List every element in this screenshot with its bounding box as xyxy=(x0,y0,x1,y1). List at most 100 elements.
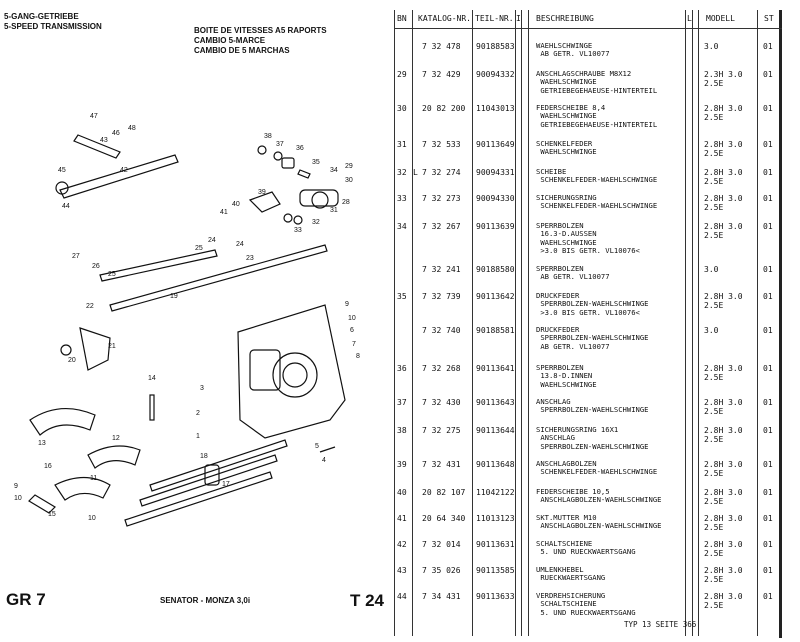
callout-5: 5 xyxy=(315,443,319,450)
fork-13 xyxy=(29,407,96,436)
callout-28: 28 xyxy=(342,199,350,206)
col-divider xyxy=(698,10,699,636)
row-modell-2: 2.5E xyxy=(704,373,724,382)
page-code: T 24 xyxy=(350,591,385,610)
row-teil: 90113643 xyxy=(476,398,515,407)
header-title-en: 5-SPEED TRANSMISSION xyxy=(4,22,102,31)
row-description: DRUCKFEDER SPERRBOLZEN-WAEHLSCHWINGE >3.… xyxy=(536,291,649,317)
col-header-st: ST xyxy=(764,14,774,23)
callout-26: 26 xyxy=(92,263,100,270)
callout-25b: 25 xyxy=(108,271,116,278)
row-st: 01 xyxy=(763,398,773,407)
row-st: 01 xyxy=(763,592,773,601)
row-modell-2: 2.5E xyxy=(704,177,724,186)
row-description: SPERRBOLZEN 13.8-D.INNEN WAEHLSCHWINGE xyxy=(536,363,597,389)
page-edge xyxy=(779,10,782,638)
row-description: SICHERUNGSRING SCHENKELFEDER-WAEHLSCHWIN… xyxy=(536,193,658,211)
row-st: 01 xyxy=(763,168,773,177)
callout-48: 48 xyxy=(128,125,136,132)
row-katalog: 20 64 340 xyxy=(422,514,466,523)
row-modell: 2.8H 3.0 xyxy=(704,140,743,149)
part-15 xyxy=(28,494,56,514)
row-teil: 90188583 xyxy=(476,42,515,51)
row-katalog: 7 32 478 xyxy=(422,42,461,51)
col-header-teil: TEIL-NR. xyxy=(475,14,514,23)
col-divider xyxy=(528,10,529,636)
row-katalog: 7 32 430 xyxy=(422,398,461,407)
row-modell: 2.3H 3.0 xyxy=(704,70,743,79)
row-bn: 39 xyxy=(397,460,407,469)
col-divider xyxy=(521,10,522,636)
header-left: 5-GANG-GETRIEBE 5-SPEED TRANSMISSION xyxy=(4,12,102,32)
row-modell-2: 2.5E xyxy=(704,149,724,158)
fork-22 xyxy=(79,327,111,371)
callout-33: 33 xyxy=(294,227,302,234)
row-bn: 34 xyxy=(397,222,407,231)
row-bn: 44 xyxy=(397,592,407,601)
callout-44: 44 xyxy=(62,203,70,210)
callout-1: 1 xyxy=(196,433,200,440)
callout-32: 32 xyxy=(312,219,320,226)
callout-30: 30 xyxy=(345,177,353,184)
row-modell-2: 2.5E xyxy=(704,549,724,558)
callout-14: 14 xyxy=(148,375,156,382)
callout-22: 22 xyxy=(86,303,94,310)
row-modell: 2.8H 3.0 xyxy=(704,514,743,523)
row-modell-2: 2.5E xyxy=(704,231,724,240)
row-katalog: 7 32 274 xyxy=(422,168,461,177)
row-katalog: 7 32 241 xyxy=(422,265,461,274)
fork-12 xyxy=(87,445,141,469)
row-modell: 3.0 xyxy=(704,326,719,335)
row-modell: 2.8H 3.0 xyxy=(704,540,743,549)
callout-18: 18 xyxy=(200,453,208,460)
header-title-it: CAMBIO 5-MARCE xyxy=(194,36,266,45)
row-modell-2: 2.5E xyxy=(704,601,724,610)
row-description: SPERRBOLZEN 16.3-D.AUSSEN WAEHLSCHWINGE … xyxy=(536,221,640,255)
callout-19: 19 xyxy=(170,293,178,300)
row-description: VERDREHSICHERUNG SCHALTSCHIENE 5. UND RU… xyxy=(536,591,636,617)
row-st: 01 xyxy=(763,70,773,79)
header-title-es: CAMBIO DE 5 MARCHAS xyxy=(194,46,290,55)
row-description: SCHENKELFEDER WAEHLSCHWINGE xyxy=(536,139,597,157)
callout-3: 3 xyxy=(200,385,204,392)
callout-36: 36 xyxy=(296,145,304,152)
col-divider xyxy=(412,10,413,636)
row-description: SCHEIBE SCHENKELFEDER-WAEHLSCHWINGE xyxy=(536,167,658,185)
row-description: ANSCHLAGSCHRAUBE M8X12 WAEHLSCHWINGE GET… xyxy=(536,69,658,95)
callout-8: 8 xyxy=(356,353,360,360)
row-modell-2: 2.5E xyxy=(704,435,724,444)
row-bn: 40 xyxy=(397,488,407,497)
callout-24a: 24 xyxy=(208,237,216,244)
exploded-parts-diagram: 47 48 46 42 45 44 43 38 37 36 35 34 29 3… xyxy=(14,113,360,527)
row-modell: 2.8H 3.0 xyxy=(704,566,743,575)
fork-11 xyxy=(54,476,111,501)
row-st: 01 xyxy=(763,540,773,549)
row-modell: 2.8H 3.0 xyxy=(704,104,743,113)
gearbox-housing xyxy=(237,304,346,439)
row-modell-2: 2.5E xyxy=(704,523,724,532)
row-teil: 90113644 xyxy=(476,426,515,435)
callout-38: 38 xyxy=(264,133,272,140)
callout-25a: 25 xyxy=(195,245,203,252)
row-teil: 90094332 xyxy=(476,70,515,79)
shift-rail-42 xyxy=(59,154,179,199)
shaft-19 xyxy=(109,244,328,312)
row-modell-2: 2.5E xyxy=(704,79,724,88)
selector-36 xyxy=(299,189,339,207)
rail-2 xyxy=(139,454,278,507)
row-st: 01 xyxy=(763,42,773,51)
row-modell: 2.8H 3.0 xyxy=(704,398,743,407)
row-modell-2: 2.5E xyxy=(704,203,724,212)
col-divider xyxy=(692,10,693,636)
callout-12: 12 xyxy=(112,435,120,442)
row-katalog: 7 32 275 xyxy=(422,426,461,435)
row-katalog: 7 32 273 xyxy=(422,194,461,203)
callout-37: 37 xyxy=(276,141,284,148)
row-teil: 90113585 xyxy=(476,566,515,575)
callout-11: 11 xyxy=(90,475,97,482)
row-st: 01 xyxy=(763,104,773,113)
row-teil: 90113641 xyxy=(476,364,515,373)
row-teil: 90094330 xyxy=(476,194,515,203)
callout-41: 41 xyxy=(220,209,228,216)
row-bn: 33 xyxy=(397,194,407,203)
